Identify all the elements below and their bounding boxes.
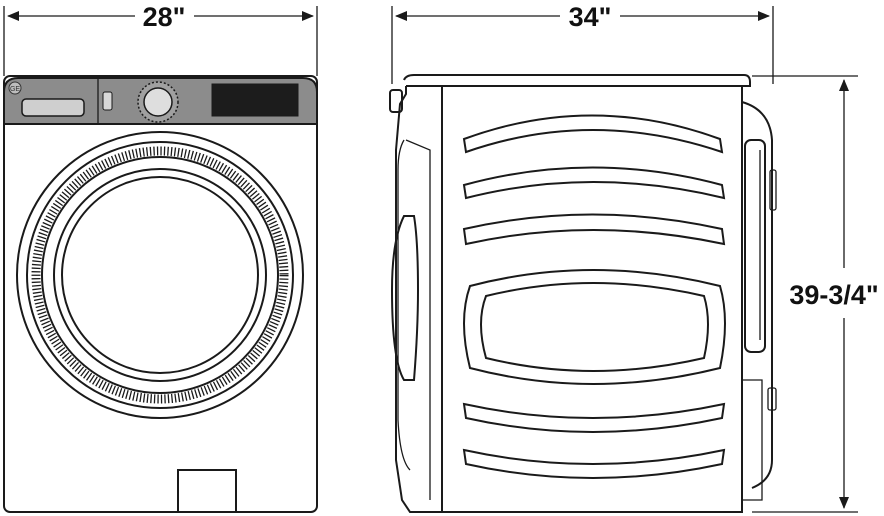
dispenser-drawer: [21, 98, 85, 117]
door-profile: [395, 86, 442, 513]
height-label: 39-3/4": [789, 280, 878, 310]
side-top: [403, 74, 751, 87]
width-dimension: 28": [3, 2, 318, 76]
side-embossing: [462, 114, 726, 479]
side-panel: [441, 86, 743, 513]
front-view: 28" GE: [3, 2, 318, 513]
depth-label: 34": [569, 2, 612, 32]
display-window: [211, 83, 299, 117]
door: [16, 131, 304, 419]
door-handle-area: [390, 215, 420, 381]
filter-access-panel: [177, 469, 237, 512]
start-button: [102, 91, 113, 111]
front-cabinet: [3, 75, 318, 513]
svg-text:GE: GE: [10, 86, 20, 93]
side-view: 34" 39-3/4": [389, 2, 879, 513]
width-label: 28": [143, 2, 186, 32]
depth-dimension: 34": [391, 2, 774, 84]
rear-hoses: [741, 101, 777, 501]
ge-logo-icon: GE: [8, 81, 22, 95]
height-dimension: 39-3/4": [752, 75, 879, 513]
cycle-knob-icon: [137, 81, 179, 123]
door-latch: [389, 89, 403, 113]
